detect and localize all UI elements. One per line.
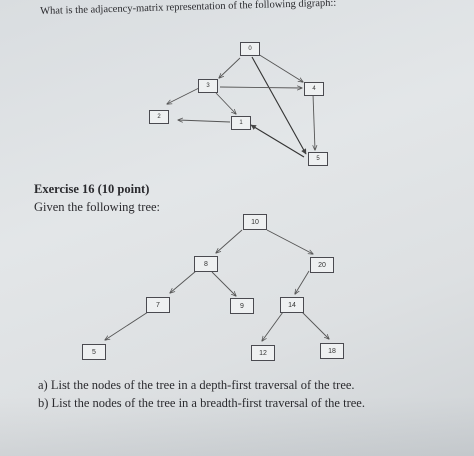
edge-4-5 <box>313 93 315 150</box>
tree-edge-14-18 <box>300 310 329 339</box>
edge-3-4 <box>219 87 302 88</box>
edge-0-4 <box>257 53 303 82</box>
digraph-node-1: 1 <box>231 116 251 130</box>
tree-node-20: 20 <box>310 257 334 273</box>
tree-edge-20-14 <box>295 270 310 294</box>
tree-node-7: 7 <box>146 297 170 313</box>
tree-node-9: 9 <box>230 298 254 314</box>
tree-edge-8-9 <box>211 271 236 296</box>
digraph-node-2: 2 <box>149 110 169 124</box>
tree-edge-10-8 <box>216 229 243 253</box>
edge-3-1 <box>215 92 236 114</box>
tree-edge-10-20 <box>266 229 313 254</box>
tree-node-8: 8 <box>194 256 218 272</box>
digraph-node-3: 3 <box>198 79 218 93</box>
tree-node-14: 14 <box>280 297 304 313</box>
digraph-node-4: 4 <box>304 82 324 96</box>
exercise-title: Exercise 16 (10 point) <box>34 182 150 196</box>
tree-edges <box>105 229 329 341</box>
edge-0-5 <box>251 56 307 155</box>
tree-node-18: 18 <box>320 343 344 359</box>
tree-node-12: 12 <box>251 345 275 361</box>
tree-edge-8-7 <box>170 270 197 293</box>
task-a-text: a) List the nodes of the tree in a depth… <box>38 378 355 392</box>
edge-3-2 <box>167 87 200 104</box>
edge-5-1 <box>250 124 305 158</box>
exercise-given-text: Given the following tree: <box>34 200 161 214</box>
tree-edge-14-12 <box>262 311 284 341</box>
digraph-edges <box>167 53 315 158</box>
tree-edge-7-5 <box>105 311 149 340</box>
tree-node-10: 10 <box>243 214 267 230</box>
task-b-text: b) List the nodes of the tree in a bread… <box>38 396 365 410</box>
tree-node-5: 5 <box>82 344 106 360</box>
edge-0-3 <box>219 57 241 78</box>
digraph-node-0: 0 <box>240 42 260 56</box>
digraph-node-5: 5 <box>308 152 328 166</box>
edge-1-2 <box>178 120 231 122</box>
